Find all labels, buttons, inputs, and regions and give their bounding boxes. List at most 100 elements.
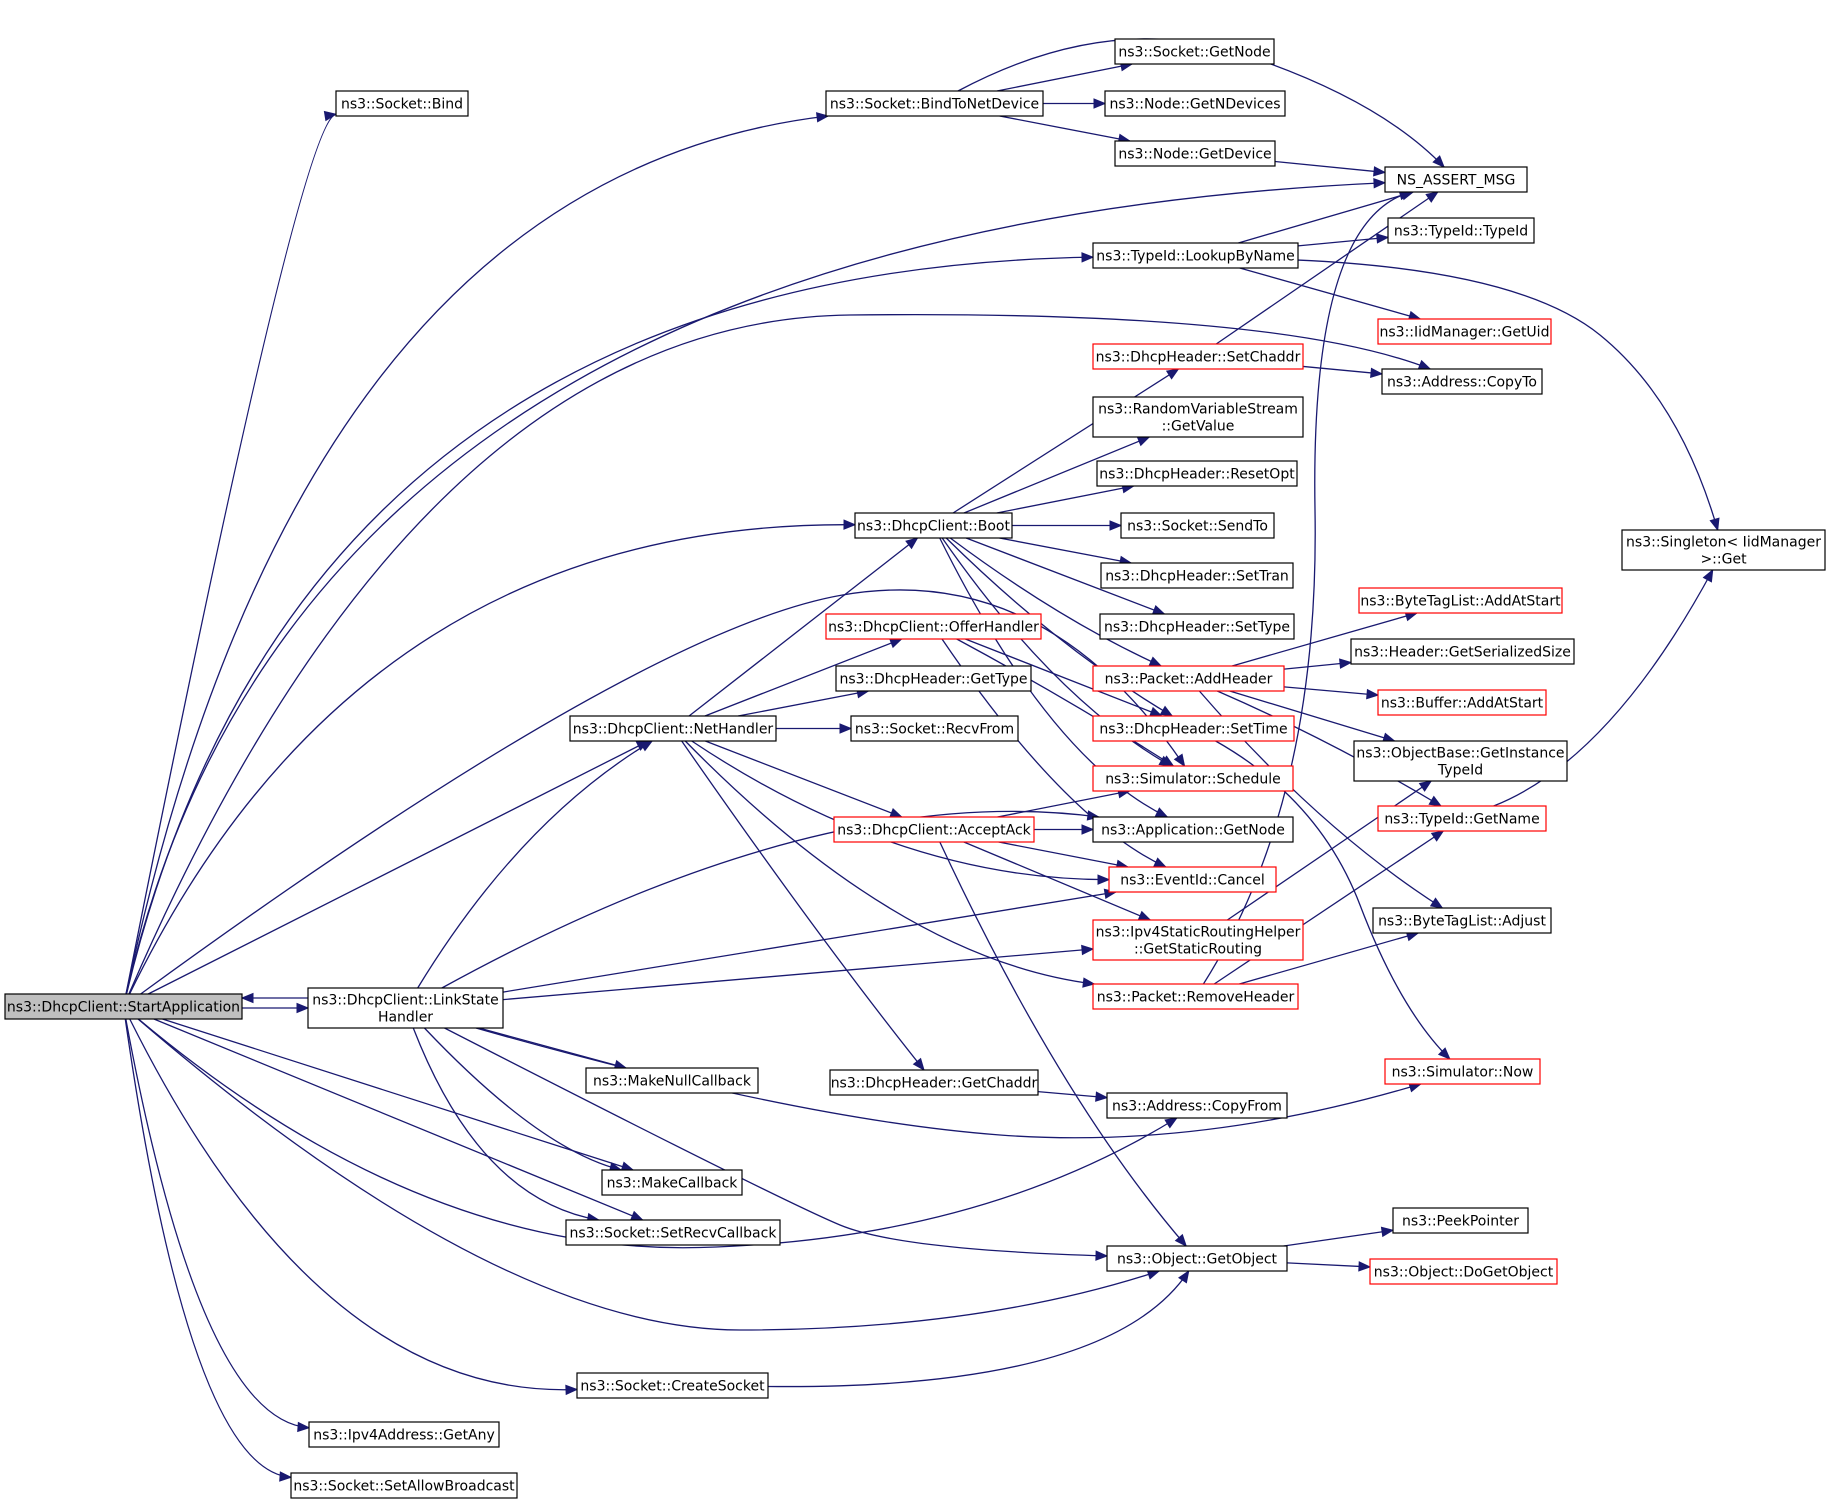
node-label: ::GetValue (1162, 419, 1235, 435)
node-ipv4get-any[interactable]: ns3::Ipv4Address::GetAny (308, 1421, 500, 1448)
node-singleton-get[interactable]: ns3::Singleton< IidManager >::Get (1621, 529, 1826, 571)
node-recv-from[interactable]: ns3::Socket::RecvFrom (850, 715, 1019, 742)
node-set-chaddr[interactable]: ns3::DhcpHeader::SetChaddr (1092, 343, 1304, 370)
edge-boot-to-rvs-get-value (963, 436, 1150, 514)
node-box (850, 715, 1019, 742)
node-get-object[interactable]: ns3::Object::GetObject (1106, 1245, 1288, 1272)
node-bind[interactable]: ns3::Socket::Bind (335, 90, 469, 117)
node-set-allow-broadcast[interactable]: ns3::Socket::SetAllowBroadcast (290, 1472, 518, 1499)
node-box (825, 90, 1044, 117)
node-boot[interactable]: ns3::DhcpClient::Boot (854, 512, 1013, 539)
node-label: NS_ASSERT_MSG (1397, 173, 1516, 189)
node-box (1099, 613, 1295, 640)
node-make-null-callback[interactable]: ns3::MakeNullCallback (585, 1067, 759, 1094)
node-app-get-node[interactable]: ns3::Application::GetNode (1092, 816, 1294, 843)
node-box (1358, 587, 1563, 614)
node-set-recv-callback[interactable]: ns3::Socket::SetRecvCallback (565, 1219, 781, 1246)
node-offer-handler[interactable]: ns3::DhcpClient::OfferHandler (825, 613, 1042, 640)
node-box (1092, 919, 1304, 961)
arrowhead-start-to-schedule (1173, 753, 1186, 768)
node-rvs-get-value[interactable]: ns3::RandomVariableStream::GetValue (1092, 396, 1304, 438)
node-add-header[interactable]: ns3::Packet::AddHeader (1092, 665, 1285, 692)
node-buffer-add-at-start[interactable]: ns3::Buffer::AddAtStart (1377, 689, 1547, 716)
edge-get-static-routing-to-get-instance-type-id (1226, 780, 1432, 921)
node-sim-now[interactable]: ns3::Simulator::Now (1384, 1058, 1541, 1085)
arrowhead-link-state-handler-to-get-static-routing (1081, 944, 1095, 956)
node-start[interactable]: ns3::DhcpClient::StartApplication (4, 993, 243, 1020)
edge-accept-ack-to-get-object (939, 841, 1187, 1247)
edge-remove-header-to-byte-tag-adjust (1239, 932, 1419, 985)
node-get-static-routing[interactable]: ns3::Ipv4StaticRoutingHelper::GetStaticR… (1092, 919, 1304, 961)
edge-boot-to-reset-opt (996, 485, 1134, 514)
node-label: ns3::Packet::AddHeader (1105, 672, 1273, 688)
arrowhead-boot-to-send-to (1109, 520, 1123, 531)
edge-start-to-boot (128, 524, 856, 995)
arrowhead-boot-to-set-chaddr (1165, 368, 1180, 380)
edge-net-handler-to-offer-handler (704, 638, 902, 717)
edge-boot-to-app-get-node (939, 537, 1168, 818)
node-create-socket[interactable]: ns3::Socket::CreateSocket (576, 1372, 769, 1399)
node-iid-get-uid[interactable]: ns3::IidManager::GetUid (1377, 318, 1552, 345)
node-byte-tag-adjust[interactable]: ns3::ByteTagList::Adjust (1372, 907, 1552, 934)
arrowhead-net-handler-to-recv-from (839, 723, 853, 734)
node-addr-copy-from[interactable]: ns3::Address::CopyFrom (1106, 1092, 1288, 1119)
node-lookup-by-name[interactable]: ns3::TypeId::LookupByName (1092, 242, 1299, 269)
node-do-get-object[interactable]: ns3::Object::DoGetObject (1369, 1258, 1558, 1285)
edge-link-state-handler-to-event-cancel (502, 891, 1117, 993)
arrowhead-accept-ack-to-get-static-routing (1137, 910, 1152, 921)
arrowhead-type-id-get-name-to-singleton-get (1702, 568, 1714, 583)
node-set-type[interactable]: ns3::DhcpHeader::SetType (1099, 613, 1295, 640)
node-box (335, 90, 469, 117)
node-label: ns3::DhcpHeader::SetTran (1105, 569, 1289, 585)
node-header-get-serialized-size[interactable]: ns3::Header::GetSerializedSize (1350, 638, 1575, 665)
node-reset-opt[interactable]: ns3::DhcpHeader::ResetOpt (1096, 460, 1298, 487)
node-schedule[interactable]: ns3::Simulator::Schedule (1092, 765, 1294, 792)
arrowhead-start-to-bind-to-net-device (816, 112, 830, 123)
edge-start-to-addr-copy-from (137, 1018, 1178, 1249)
node-label: ns3::Socket::SetRecvCallback (570, 1226, 778, 1242)
node-box (1092, 242, 1299, 269)
edge-offer-handler-to-schedule (956, 638, 1174, 767)
node-type-id-type-id[interactable]: ns3::TypeId::TypeId (1387, 217, 1535, 244)
node-box (1392, 1207, 1529, 1234)
node-get-chaddr[interactable]: ns3::DhcpHeader::GetChaddr (829, 1069, 1039, 1096)
node-box (601, 1169, 743, 1196)
edge-accept-ack-to-event-cancel (998, 841, 1129, 868)
node-set-tran[interactable]: ns3::DhcpHeader::SetTran (1100, 562, 1294, 589)
node-addr-copy-to[interactable]: ns3::Address::CopyTo (1381, 368, 1543, 395)
node-box (1092, 396, 1304, 438)
node-peek-pointer[interactable]: ns3::PeekPointer (1392, 1207, 1529, 1234)
node-label: ns3::DhcpHeader::SetType (1104, 620, 1290, 636)
node-label: ns3::Singleton< IidManager (1626, 535, 1821, 551)
arrowhead-net-handler-to-event-cancel (1097, 874, 1111, 885)
arrowhead-start-to-addr-copy-from (1164, 1117, 1178, 1129)
edge-start-to-set-allow-broadcast (124, 1018, 292, 1478)
edge-add-header-to-type-id-get-name (1217, 690, 1442, 807)
node-label: ns3::ByteTagList::AddAtStart (1360, 594, 1561, 610)
node-get-type[interactable]: ns3::DhcpHeader::GetType (835, 665, 1032, 692)
node-net-handler[interactable]: ns3::DhcpClient::NetHandler (569, 715, 777, 742)
node-type-id-get-name[interactable]: ns3::TypeId::GetName (1377, 805, 1547, 832)
node-label: ns3::TypeId::LookupByName (1096, 249, 1294, 265)
node-assert-msg[interactable]: NS_ASSERT_MSG (1384, 166, 1528, 193)
node-box (585, 1067, 759, 1094)
node-send-to[interactable]: ns3::Socket::SendTo (1120, 512, 1275, 539)
arrowhead-link-state-handler-to-net-handler (639, 740, 654, 752)
node-node-get-device[interactable]: ns3::Node::GetDevice (1114, 140, 1276, 167)
arrowhead-set-chaddr-to-addr-copy-to (1370, 367, 1384, 379)
edge-get-object-to-peek-pointer (1283, 1229, 1394, 1247)
node-accept-ack[interactable]: ns3::DhcpClient::AcceptAck (833, 816, 1035, 843)
node-byte-tag-add-at-start[interactable]: ns3::ByteTagList::AddAtStart (1358, 587, 1563, 614)
node-bind-to-net-device[interactable]: ns3::Socket::BindToNetDevice (825, 90, 1044, 117)
edge-node-get-device-to-assert-msg (1274, 160, 1386, 174)
node-node-get-ndevices[interactable]: ns3::Node::GetNDevices (1104, 90, 1286, 117)
node-remove-header[interactable]: ns3::Packet::RemoveHeader (1092, 983, 1299, 1010)
node-event-cancel[interactable]: ns3::EventId::Cancel (1108, 866, 1277, 893)
edge-net-handler-to-event-cancel (691, 740, 1110, 881)
node-socket-get-node[interactable]: ns3::Socket::GetNode (1114, 38, 1275, 65)
node-box (569, 715, 777, 742)
node-make-callback[interactable]: ns3::MakeCallback (601, 1169, 743, 1196)
node-set-time[interactable]: ns3::DhcpHeader::SetTime (1092, 715, 1295, 742)
